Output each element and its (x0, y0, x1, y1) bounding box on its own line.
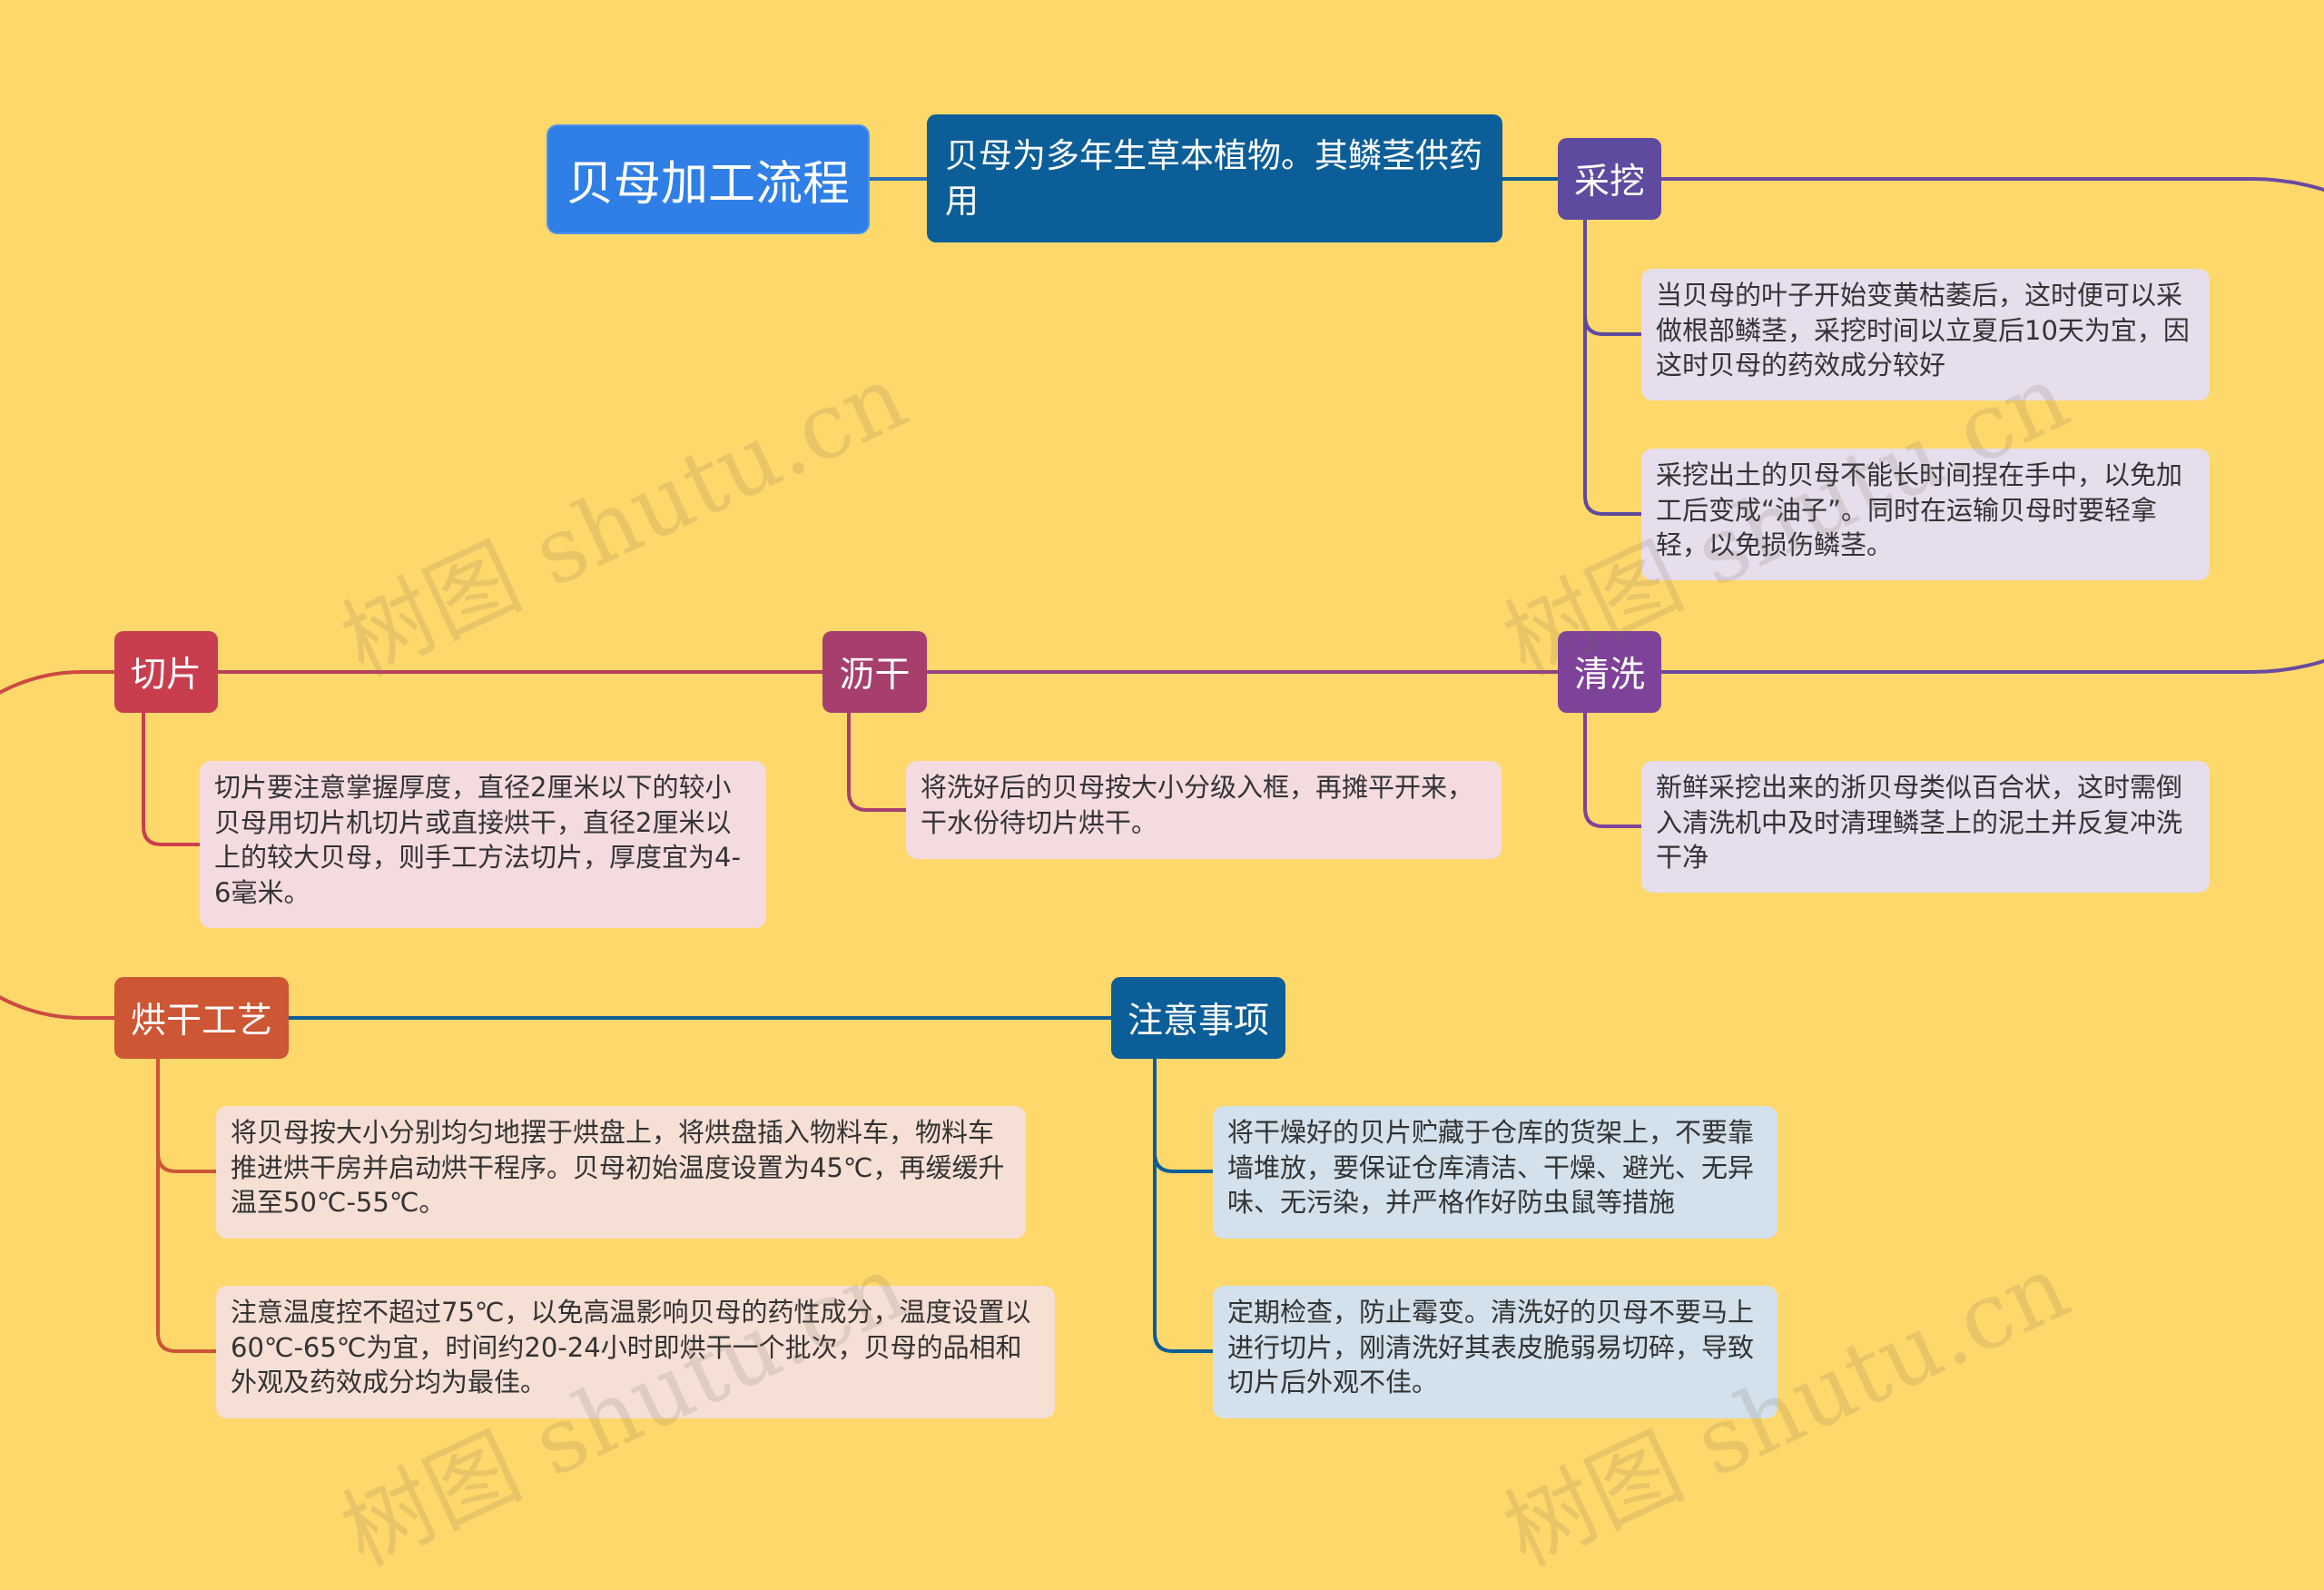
harvest-note-2[interactable]: 采挖出土的贝母不能长时间捏在手中，以免加工后变成“油子”。同时在运输贝母时要轻拿… (1641, 449, 2210, 580)
link-harvest-wash (1661, 177, 2324, 674)
notice-note-1[interactable]: 将干燥好的贝片贮藏于仓库的货架上，不要靠墙堆放，要保证仓库清洁、干燥、避光、无异… (1213, 1106, 1777, 1239)
branch-notice[interactable]: 注意事项 (1111, 977, 1285, 1059)
link-dry-note1 (156, 1059, 216, 1173)
branch-drain[interactable]: 沥干 (822, 631, 927, 713)
link-drain-note (847, 713, 906, 812)
wash-note-1[interactable]: 新鲜采挖出来的浙贝母类似百合状，这时需倒入清洗机中及时清理鳞茎上的泥土并反复冲洗… (1641, 761, 2210, 893)
root-topic[interactable]: 贝母加工流程 (547, 124, 870, 234)
link-slice-note (142, 713, 200, 846)
dry-note-2[interactable]: 注意温度控不超过75℃，以免高温影响贝母的药性成分，温度设置以60℃-65℃为宜… (216, 1286, 1055, 1418)
link-notice-note1 (1153, 1059, 1213, 1173)
dry-note-1[interactable]: 将贝母按大小分别均匀地摆于烘盘上，将烘盘插入物料车，物料车推进烘干房并启动烘干程… (216, 1106, 1026, 1239)
notice-note-2[interactable]: 定期检查，防止霉变。清洗好的贝母不要马上进行切片，刚清洗好其表皮脆弱易切碎，导致… (1213, 1286, 1777, 1418)
link-wash-note (1583, 713, 1641, 828)
branch-dry[interactable]: 烘干工艺 (114, 977, 289, 1059)
connector-lines (0, 177, 2324, 1353)
branch-slice[interactable]: 切片 (114, 631, 218, 713)
slice-note-1[interactable]: 切片要注意掌握厚度，直径2厘米以下的较小贝母用切片机切片或直接烘干，直径2厘米以… (200, 761, 766, 928)
link-dry-note2 (156, 1153, 216, 1353)
link-harvest-note1 (1583, 220, 1641, 336)
link-slice-dry (0, 670, 114, 1020)
branch-wash[interactable]: 清洗 (1558, 631, 1661, 713)
mindmap-canvas: 贝母加工流程 贝母为多年生草本植物。其鳞茎供药用 采挖 清洗 沥干 切片 烘干工… (0, 114, 2324, 1586)
drain-note-1[interactable]: 将洗好后的贝母按大小分级入框，再摊平开来，干水份待切片烘干。 (906, 761, 1502, 859)
harvest-note-1[interactable]: 当贝母的叶子开始变黄枯萎后，这时便可以采做根部鳞茎，采挖时间以立夏后10天为宜，… (1641, 269, 2210, 400)
link-harvest-note2 (1583, 316, 1641, 516)
branch-harvest[interactable]: 采挖 (1558, 138, 1661, 220)
link-notice-note2 (1153, 1153, 1213, 1353)
intro-topic[interactable]: 贝母为多年生草本植物。其鳞茎供药用 (927, 114, 1502, 242)
